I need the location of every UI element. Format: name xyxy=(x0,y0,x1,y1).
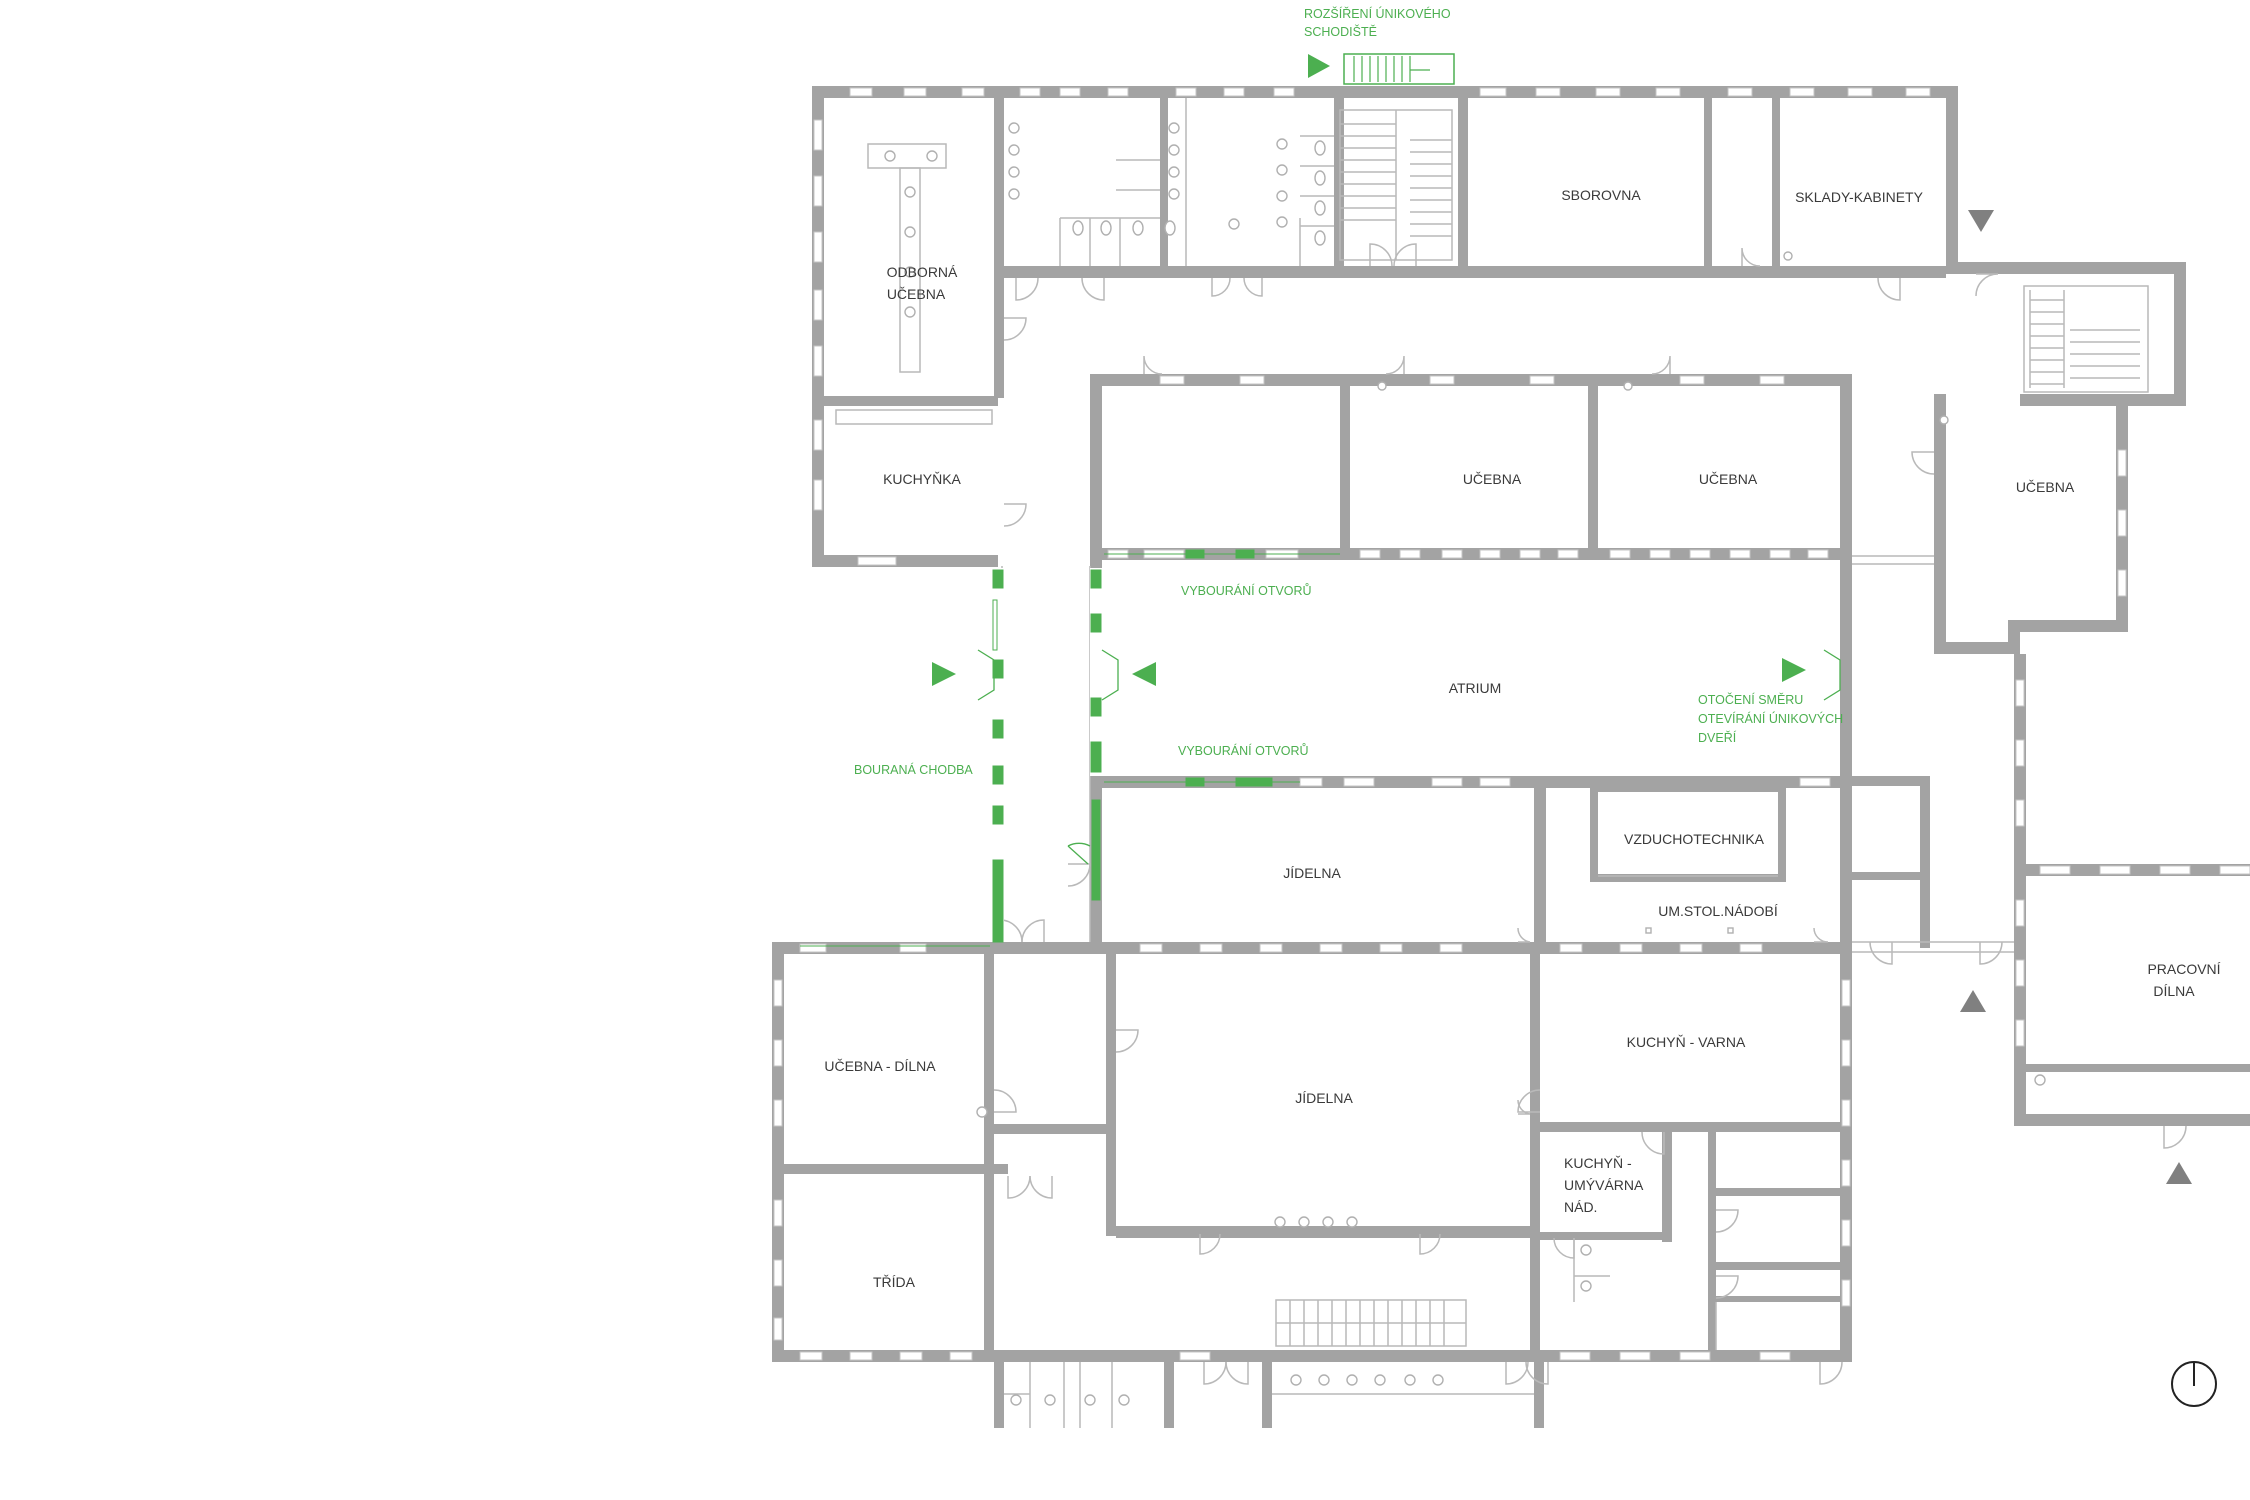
north-arrow-icon xyxy=(2171,1361,2217,1407)
room-odborna-ucebna-line2: UČEBNA xyxy=(887,286,946,302)
note-vybourani-bottom: VYBOURÁNÍ OTVORŮ xyxy=(1178,743,1309,758)
room-ucebna-b: UČEBNA xyxy=(1699,471,1758,487)
room-kuchynka: KUCHYŇKA xyxy=(883,471,961,487)
alterations xyxy=(800,53,1841,947)
note-otoceni-line3: DVEŘÍ xyxy=(1698,730,1737,745)
room-sborovna: SBOROVNA xyxy=(1561,187,1641,203)
note-rozsireni-line1: ROZŠÍŘENÍ ÚNIKOVÉHO xyxy=(1304,6,1451,21)
room-kuchyn-umyvarna-line2: UMÝVÁRNA xyxy=(1564,1177,1644,1193)
annotations: ROZŠÍŘENÍ ÚNIKOVÉHO SCHODIŠTĚ VYBOURÁNÍ … xyxy=(854,6,1843,777)
entrance-triangle-icon xyxy=(932,54,2192,1184)
room-labels: ODBORNÁ UČEBNA KUCHYŇKA SBOROVNA SKLADY-… xyxy=(824,187,2220,1290)
note-rozsireni-line2: SCHODIŠTĚ xyxy=(1304,24,1377,39)
fixtures xyxy=(884,122,2046,1406)
room-sklady-kabinety: SKLADY-KABINETY xyxy=(1795,189,1924,205)
room-pracovni-dilna-line2: DÍLNA xyxy=(2153,983,2195,999)
room-pracovni-dilna-line1: PRACOVNÍ xyxy=(2147,961,2220,977)
note-bourana-chodba: BOURANÁ CHODBA xyxy=(854,762,973,777)
door-swing-icon xyxy=(993,243,2187,1385)
room-ucebna-a: UČEBNA xyxy=(1463,471,1522,487)
room-kuchyn-umyvarna-line3: NÁD. xyxy=(1564,1199,1597,1215)
room-odborna-ucebna-line1: ODBORNÁ xyxy=(887,264,958,280)
room-kuchyn-umyvarna-line1: KUCHYŇ - xyxy=(1564,1155,1632,1171)
room-jidelna-north: JÍDELNA xyxy=(1283,865,1341,881)
room-vzduchotechnika: VZDUCHOTECHNIKA xyxy=(1624,831,1765,847)
note-vybourani-top: VYBOURÁNÍ OTVORŮ xyxy=(1181,583,1312,598)
room-kuchyn-varna: KUCHYŇ - VARNA xyxy=(1627,1034,1746,1050)
room-um-stol-nadobi: UM.STOL.NÁDOBÍ xyxy=(1658,903,1778,919)
note-otoceni-line1: OTOČENÍ SMĚRU xyxy=(1698,692,1803,707)
room-trida: TŘÍDA xyxy=(873,1274,916,1290)
windows xyxy=(773,87,2250,1361)
room-ucebna-dilna: UČEBNA - DÍLNA xyxy=(824,1058,936,1074)
stair-icon xyxy=(1275,109,2140,1347)
room-jidelna-south: JÍDELNA xyxy=(1295,1090,1353,1106)
room-ucebna-c: UČEBNA xyxy=(2016,479,2075,495)
room-atrium: ATRIUM xyxy=(1449,680,1502,696)
note-otoceni-line2: OTEVÍRÁNÍ ÚNIKOVÝCH xyxy=(1698,711,1843,726)
